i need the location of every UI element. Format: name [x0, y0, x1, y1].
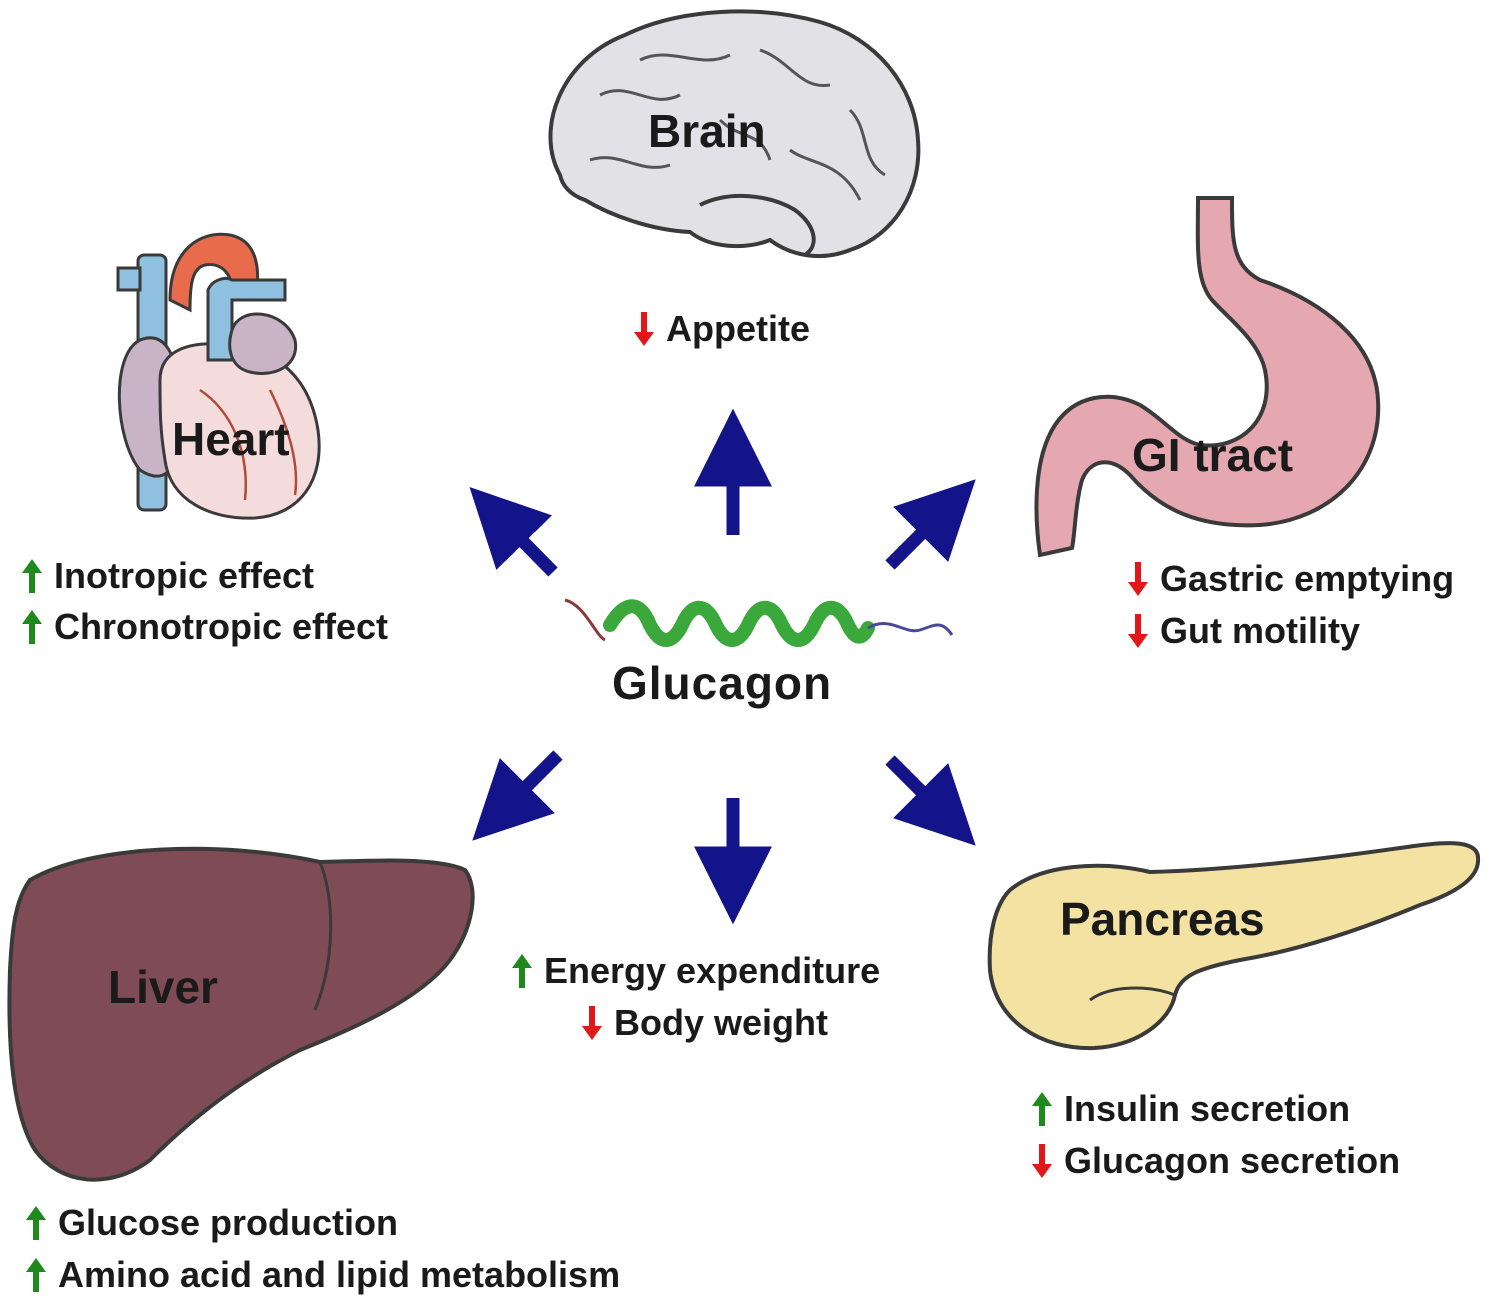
gi-effect-1: Gastric emptying [1126, 558, 1454, 600]
pancreas-label: Pancreas [1060, 893, 1265, 945]
gi-effect-2: Gut motility [1126, 610, 1360, 652]
heart-label: Heart [172, 413, 290, 465]
pancreas-effect-1: Insulin secretion [1030, 1088, 1350, 1130]
effect-text: Chronotropic effect [54, 606, 389, 647]
liver-effect-1: Glucose production [24, 1202, 398, 1244]
glucagon-helix-icon [564, 598, 954, 647]
liver-icon [7, 846, 475, 1182]
effect-arrows [469, 408, 976, 925]
effect-text: Body weight [614, 1002, 828, 1043]
heart-effect-1: Inotropic effect [20, 555, 314, 597]
pancreas-icon [987, 841, 1481, 1051]
liver-label: Liver [108, 961, 218, 1013]
increase-arrow-icon [24, 1204, 48, 1242]
increase-arrow-icon [24, 1256, 48, 1294]
decrease-arrow-icon [580, 1004, 604, 1042]
liver-effect-2: Amino acid and lipid metabolism [24, 1254, 620, 1296]
decrease-arrow-icon [1126, 560, 1150, 598]
heart-icon [116, 232, 321, 520]
brain-label: Brain [648, 105, 766, 157]
decrease-arrow-icon [1126, 612, 1150, 650]
increase-arrow-icon [20, 557, 44, 595]
effect-text: Insulin secretion [1064, 1088, 1351, 1129]
arrow-to-gi [885, 479, 976, 570]
effect-text: Energy expenditure [544, 950, 881, 991]
body-effect-2: Body weight [580, 1002, 828, 1044]
arrow-to-heart [469, 487, 558, 577]
body-effect-1: Energy expenditure [510, 950, 880, 992]
arrow-to-liver [472, 750, 563, 841]
arrow-to-pancreas [885, 755, 976, 846]
effect-text: Gut motility [1160, 610, 1360, 651]
increase-arrow-icon [20, 608, 44, 646]
stomach-icon [1034, 196, 1381, 558]
effect-text: Glucagon secretion [1064, 1140, 1401, 1181]
brain-effect-1: Appetite [632, 308, 810, 350]
gi-tract-label: GI tract [1132, 429, 1294, 481]
decrease-arrow-icon [1030, 1142, 1054, 1180]
effect-text: Amino acid and lipid metabolism [58, 1254, 621, 1295]
brain-icon [548, 9, 921, 258]
increase-arrow-icon [1030, 1090, 1054, 1128]
effect-text: Inotropic effect [54, 555, 315, 596]
pancreas-effect-2: Glucagon secretion [1030, 1140, 1400, 1182]
decrease-arrow-icon [632, 310, 656, 348]
increase-arrow-icon [510, 952, 534, 990]
effect-text: Glucose production [58, 1202, 399, 1243]
effect-text: Gastric emptying [1160, 558, 1455, 599]
effect-text: Appetite [666, 308, 810, 349]
glucagon-label: Glucagon [612, 657, 833, 709]
heart-effect-2: Chronotropic effect [20, 606, 388, 648]
